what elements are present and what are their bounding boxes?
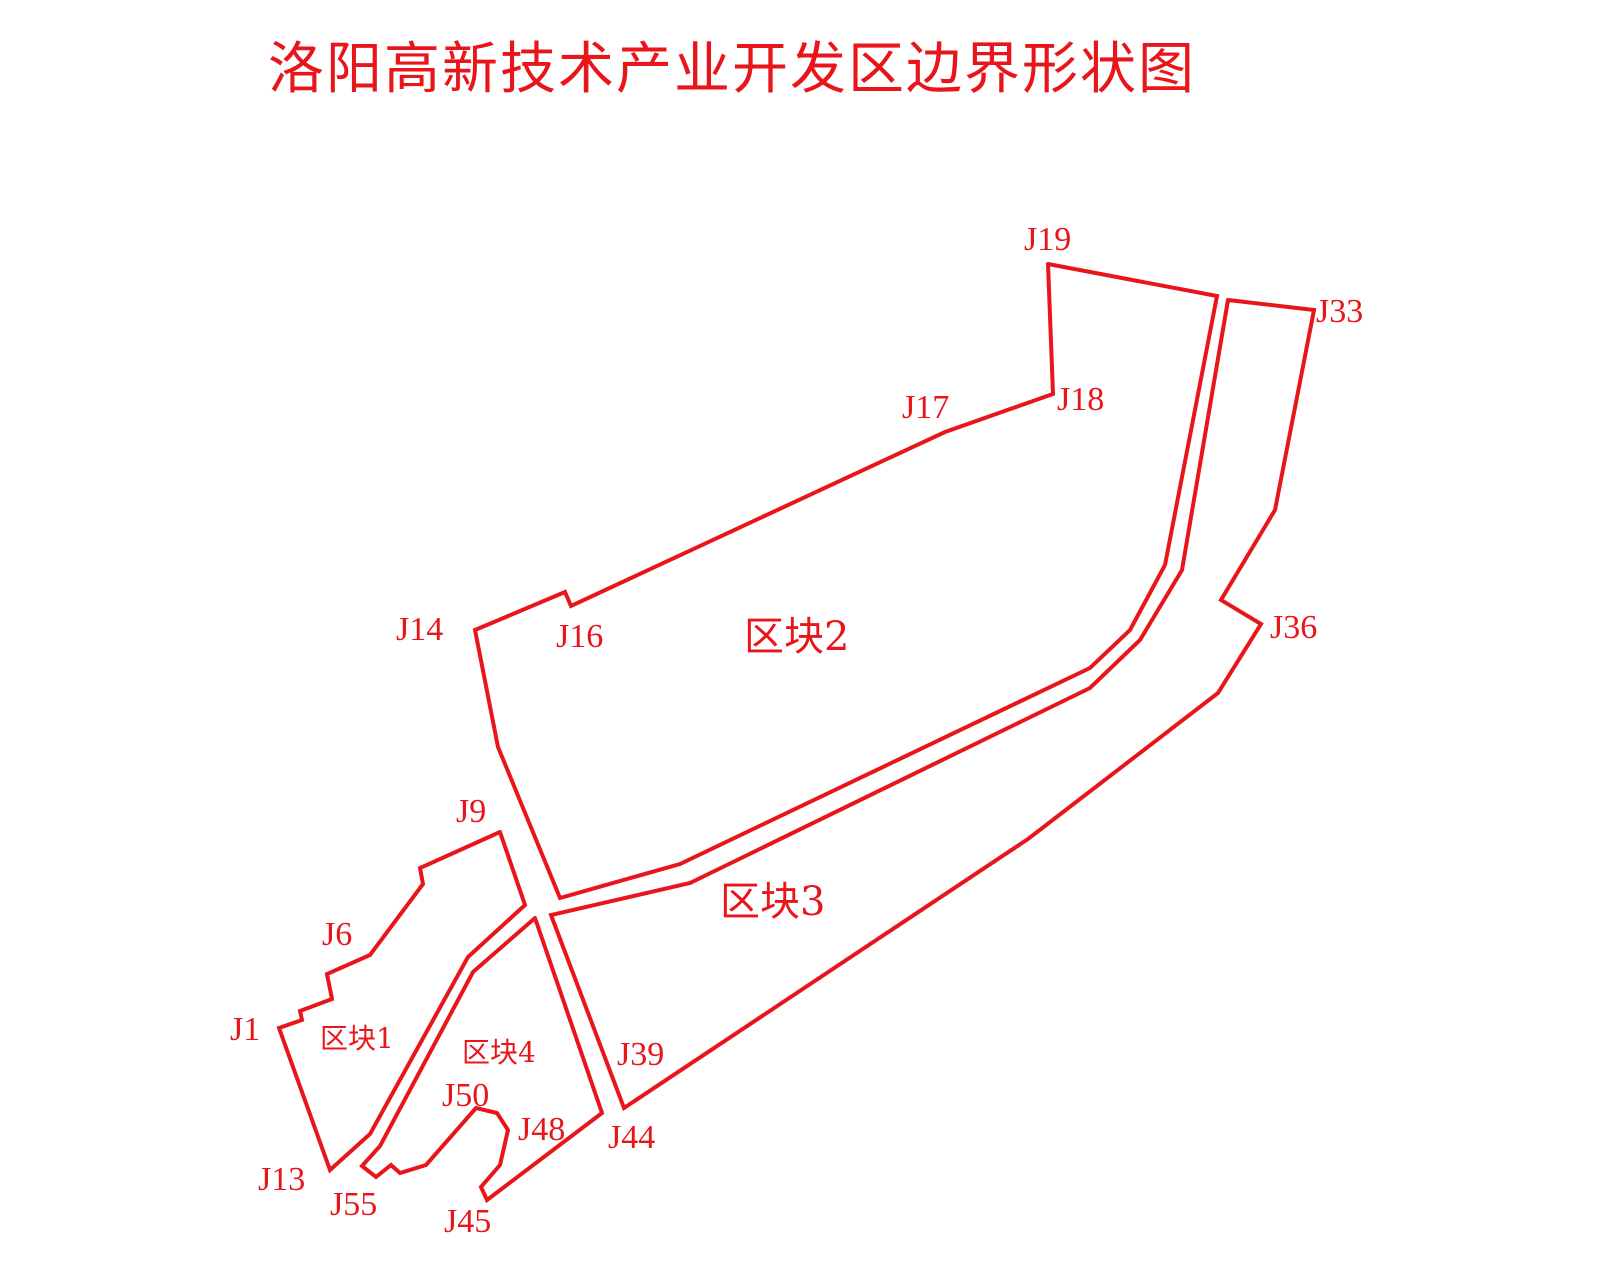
point-label-j50: J50: [442, 1077, 489, 1114]
point-labels: J1 J6 J9 J13 J14 J16 J17 J18 J19 J33 J36…: [230, 221, 1363, 1240]
point-label-j9: J9: [456, 793, 486, 830]
block-3-label: 区块3: [720, 879, 825, 925]
point-label-j18: J18: [1057, 381, 1104, 418]
point-label-j33: J33: [1316, 293, 1363, 330]
point-label-j44: J44: [608, 1119, 655, 1156]
point-label-j16: J16: [556, 618, 603, 655]
point-label-j45: J45: [444, 1203, 491, 1240]
block-2-label: 区块2: [744, 614, 849, 660]
block-3-boundary: [548, 298, 1317, 1112]
point-label-j55: J55: [330, 1186, 377, 1223]
point-label-j1: J1: [230, 1011, 260, 1048]
point-label-j14: J14: [396, 611, 443, 648]
block-2-boundary: [472, 262, 1220, 901]
block-4-boundary: [359, 916, 605, 1204]
block-labels: 区块1 区块2 区块3 区块4: [320, 614, 849, 1069]
point-label-j17: J17: [902, 389, 949, 426]
point-label-j39: J39: [617, 1036, 664, 1073]
point-label-j48: J48: [518, 1111, 565, 1148]
block-1-boundary: [276, 830, 528, 1174]
point-label-j13: J13: [258, 1161, 305, 1198]
block-1-label: 区块1: [320, 1022, 394, 1055]
point-label-j6: J6: [322, 916, 352, 953]
boundary-lines: [276, 262, 1317, 1204]
map-title: 洛阳高新技术产业开发区边界形状图: [268, 37, 1196, 102]
point-label-j36: J36: [1270, 609, 1317, 646]
point-label-j19: J19: [1024, 221, 1071, 258]
block-4-label: 区块4: [462, 1036, 536, 1069]
